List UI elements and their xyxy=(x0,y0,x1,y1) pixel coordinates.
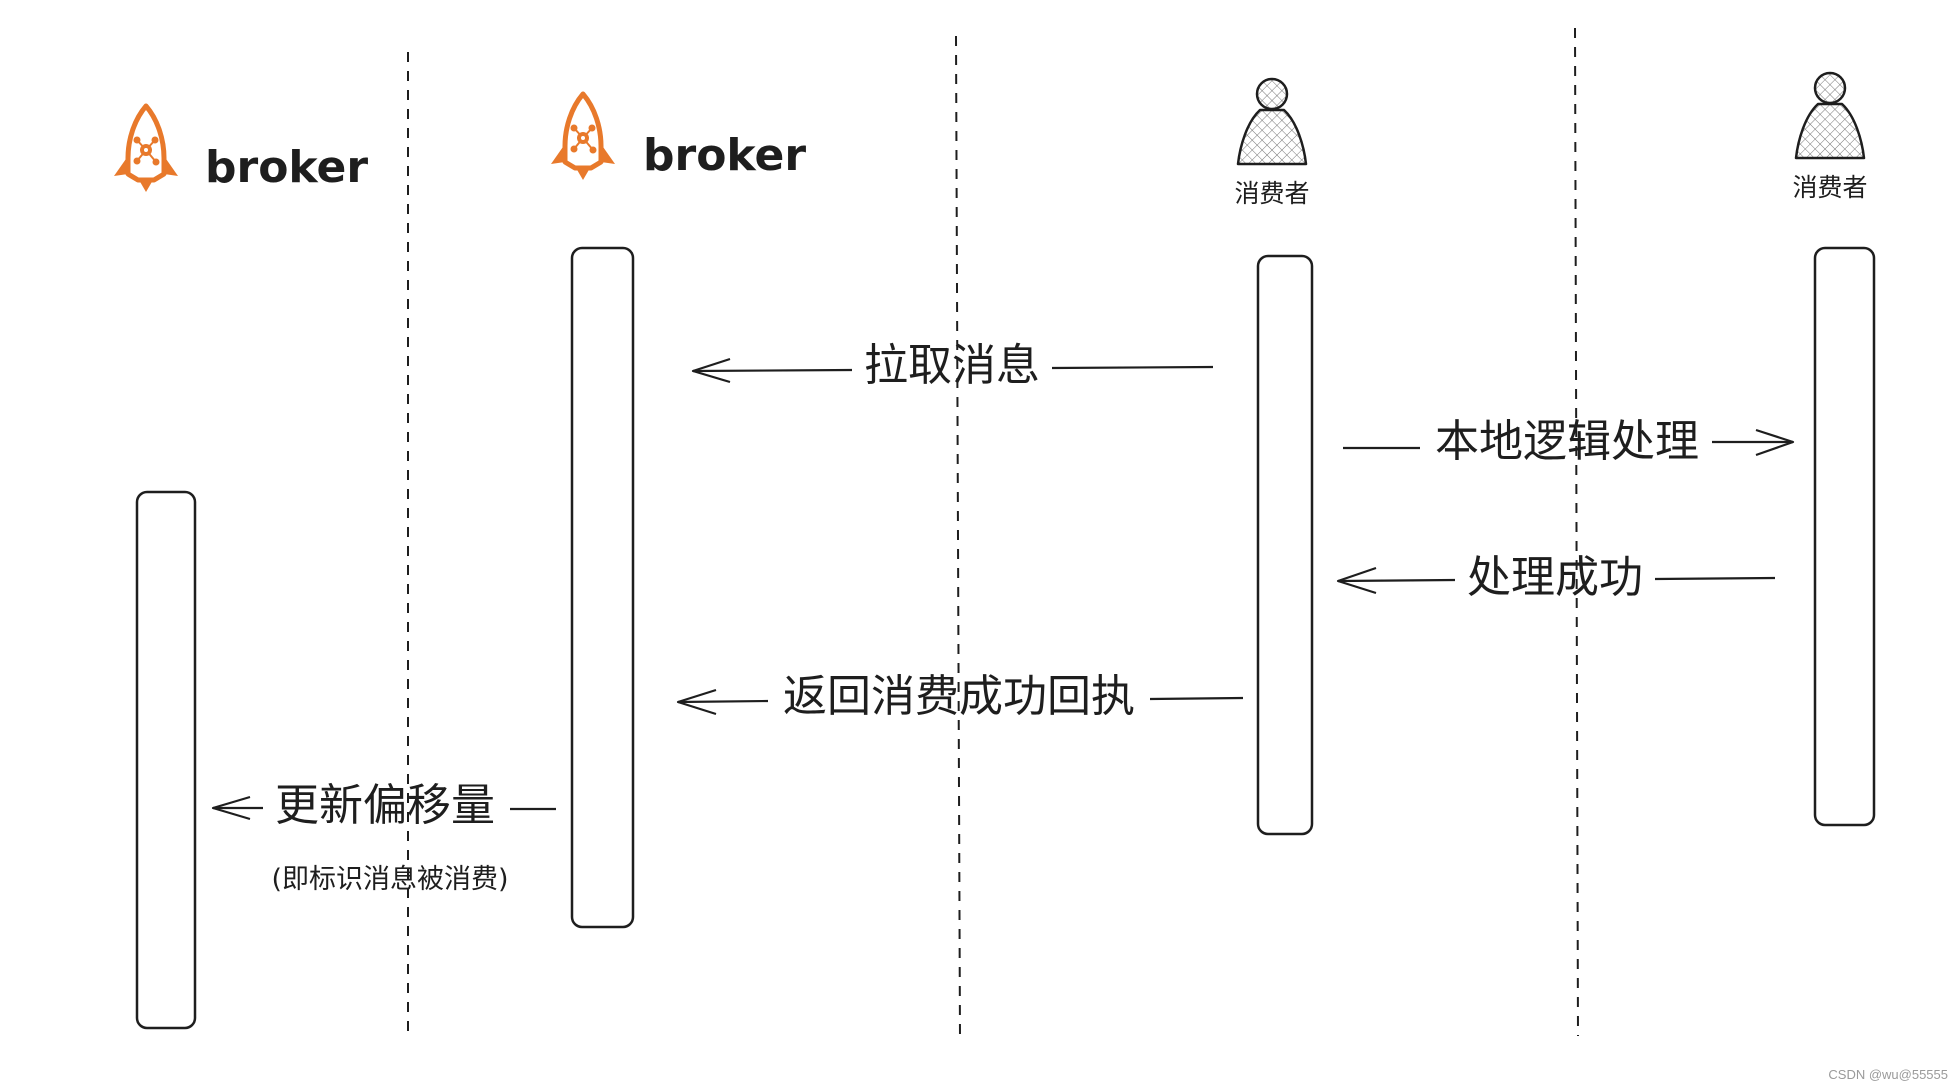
divider-2 xyxy=(955,35,961,1041)
participant-broker-1: broker xyxy=(114,106,368,193)
participant-label: 消费者 xyxy=(1234,179,1309,208)
participant-label: 消费者 xyxy=(1792,173,1867,202)
participant-consumer-2: 消费者 xyxy=(1792,71,1868,202)
message-consume-ack: 返回消费成功回执 xyxy=(676,671,1244,722)
message-local-logic: 本地逻辑处理 xyxy=(1343,416,1795,467)
person-icon xyxy=(1236,77,1308,166)
message-label: 拉取消息 xyxy=(864,340,1040,391)
watermark: CSDN @wu@55555 xyxy=(1828,1067,1948,1082)
rocket-icon xyxy=(114,106,178,192)
activation-bar-broker-2 xyxy=(570,246,635,929)
message-pull: 拉取消息 xyxy=(691,340,1214,391)
participant-label: broker xyxy=(643,130,806,181)
message-process-success: 处理成功 xyxy=(1336,552,1776,603)
message-update-offset: 更新偏移量 (即标识消息被消费) xyxy=(211,780,556,895)
rocket-icon xyxy=(551,94,615,180)
message-label: 本地逻辑处理 xyxy=(1435,416,1699,467)
activation-bar-consumer-2 xyxy=(1813,246,1876,827)
participant-consumer-1: 消费者 xyxy=(1234,77,1310,208)
divider-3 xyxy=(1574,27,1579,1037)
person-icon xyxy=(1794,71,1866,160)
message-label: 更新偏移量 xyxy=(275,780,495,831)
message-label: 返回消费成功回执 xyxy=(783,671,1135,722)
activation-bar-broker-1 xyxy=(135,490,197,1030)
message-sublabel: (即标识消息被消费) xyxy=(271,864,508,895)
participant-broker-2: broker xyxy=(551,94,806,181)
activation-bar-consumer-1 xyxy=(1256,254,1314,836)
message-label: 处理成功 xyxy=(1467,552,1643,603)
participant-label: broker xyxy=(205,142,368,193)
